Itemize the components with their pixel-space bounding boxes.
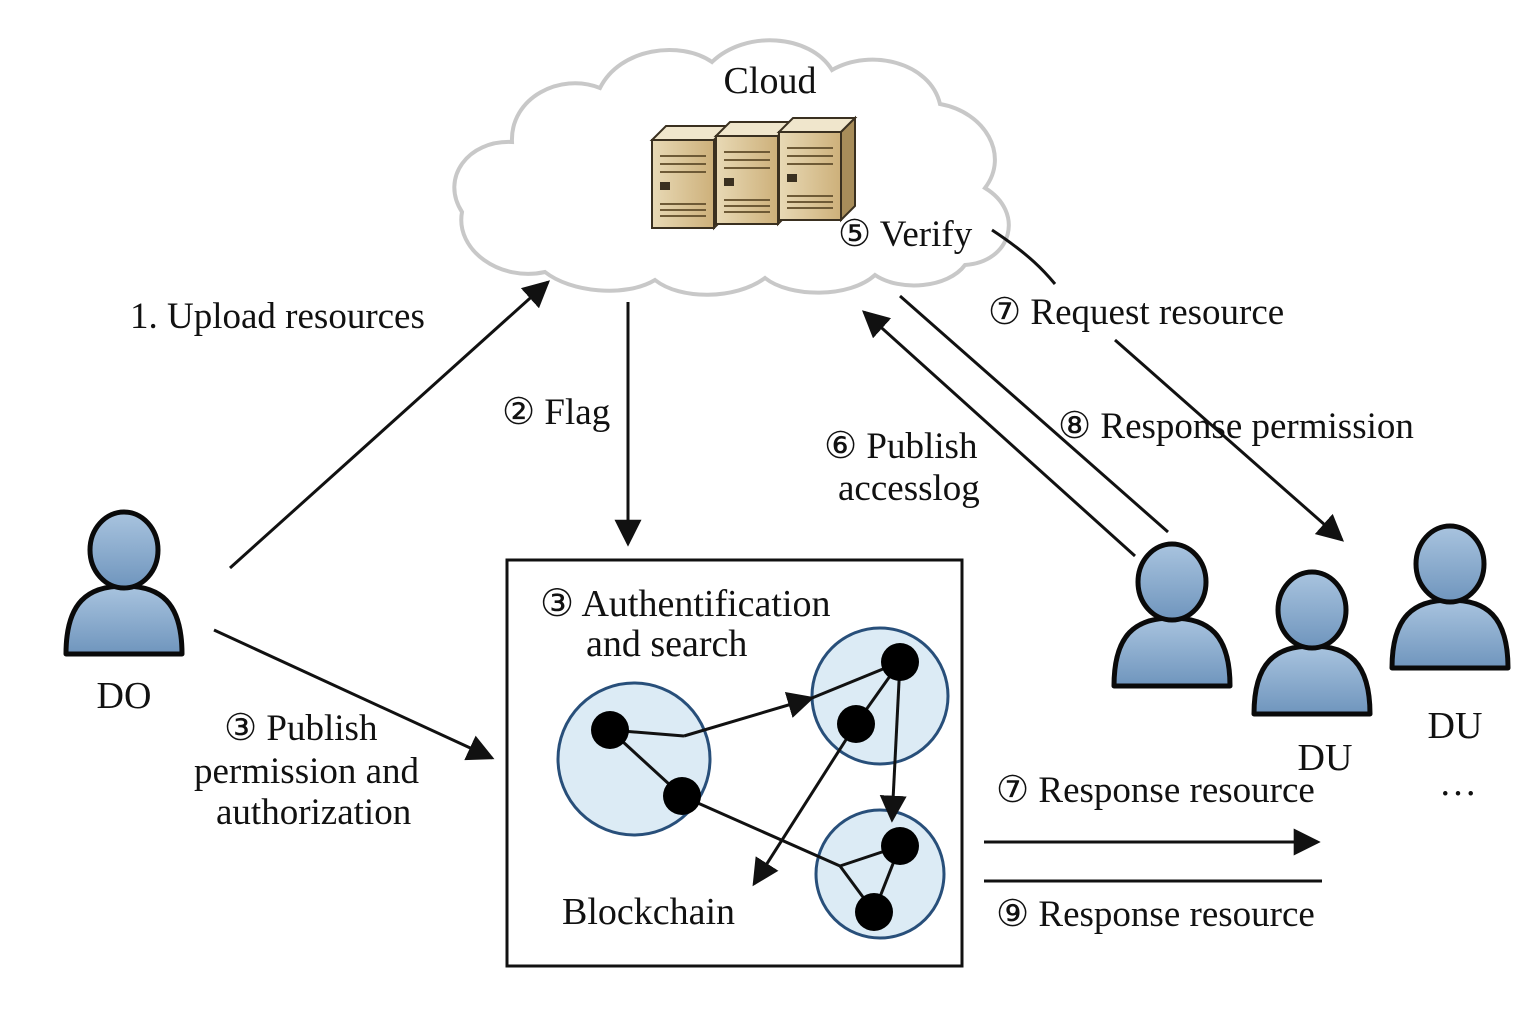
arrow-publish-accesslog (861, 310, 1137, 558)
label-publish-accesslog-line2: accesslog (838, 468, 980, 509)
block-node (663, 777, 701, 815)
user-icon (1392, 526, 1508, 668)
label-publish-permission-line2: permission and (194, 751, 420, 792)
block-node (881, 827, 919, 865)
user-icon (1114, 544, 1230, 686)
flow-arrows (213, 228, 1345, 883)
data-user-requester (1114, 544, 1230, 686)
label-publish-permission-line3: authorization (216, 792, 411, 833)
edge-arrow (879, 661, 907, 823)
label-publish-permission-line1: ③ Publish (224, 708, 378, 749)
blockchain-box: ③ Authentification and search Blockchain (505, 558, 964, 968)
blockchain-label: Blockchain (562, 891, 735, 933)
user-icon (66, 512, 182, 654)
data-user-right: DU … (1392, 526, 1508, 804)
block-node (837, 705, 875, 743)
arrow-upload (228, 280, 551, 570)
step-labels: 1. Upload resources ② Flag ⑤ Verify ⑦ Re… (130, 214, 1414, 935)
arrow-publish-permission (213, 628, 495, 761)
arrow-request-top (991, 228, 1057, 285)
server-icon (651, 117, 856, 229)
data-user-right-label: DU (1428, 705, 1483, 747)
label-verify: ⑤ Verify (838, 214, 973, 255)
label-response-resource-9: ⑨ Response resource (996, 894, 1315, 935)
blockchain-nodes (591, 643, 919, 931)
data-owner-label: DO (97, 675, 152, 717)
block-node (855, 893, 893, 931)
ellipsis-label: … (1439, 762, 1477, 804)
cloud: Cloud (452, 38, 1011, 297)
node-cluster-top (810, 626, 950, 766)
edge-arrow (683, 691, 815, 738)
data-user-center: DU (1254, 572, 1370, 779)
edge-arrow (752, 723, 858, 887)
label-publish-accesslog-line1: ⑥ Publish (824, 426, 978, 467)
user-icon (1254, 572, 1370, 714)
label-request: ⑦ Request resource (988, 292, 1284, 333)
label-response-resource-7: ⑦ Response resource (996, 770, 1315, 811)
label-flag: ② Flag (502, 392, 610, 433)
blockchain-title-line2: and search (586, 623, 747, 665)
arrow-response-permission (1114, 338, 1345, 542)
block-node (591, 711, 629, 749)
block-node (881, 643, 919, 681)
data-user-center-label: DU (1298, 737, 1353, 779)
cloud-label: Cloud (724, 60, 817, 102)
label-response-permission: ⑧ Response permission (1058, 406, 1414, 447)
data-owner: DO (66, 512, 182, 717)
blockchain-title-line1: ③ Authentification (540, 583, 831, 625)
arrow-verify-link (899, 294, 1169, 534)
label-upload: 1. Upload resources (130, 296, 425, 337)
edge (681, 794, 841, 868)
